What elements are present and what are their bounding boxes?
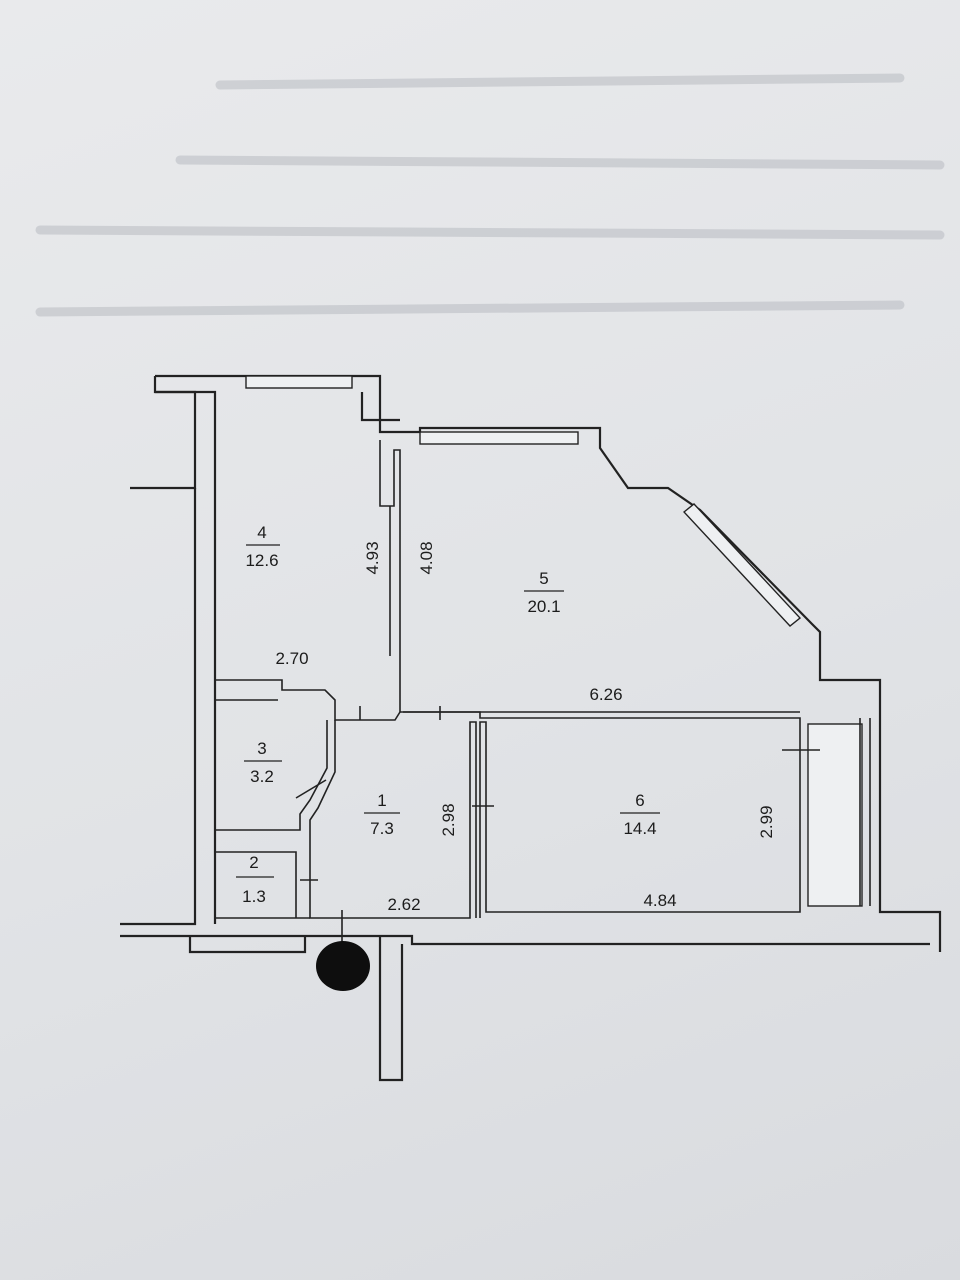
room-number: 2 <box>249 853 258 872</box>
window-room5-bay <box>682 503 802 627</box>
room-area: 20.1 <box>527 597 560 616</box>
dimension-room1-height: 2.98 <box>439 803 458 836</box>
dimension-room4-height: 4.93 <box>363 541 382 574</box>
window-room5-top <box>419 431 579 445</box>
room-number: 4 <box>257 523 266 542</box>
room-labels: 4 12.6 5 20.1 3 3.2 1 7.3 6 14.4 2 1.3 <box>236 523 660 906</box>
window-room4 <box>245 375 353 389</box>
dimension-labels: 4.93 2.70 4.08 6.26 2.98 2.62 2.99 4.84 <box>275 541 776 914</box>
room-number: 5 <box>539 569 548 588</box>
windows <box>245 375 863 907</box>
room-area: 14.4 <box>623 819 656 838</box>
room-area: 12.6 <box>245 551 278 570</box>
faded-background-text <box>35 73 945 317</box>
dimension-room4-width: 2.70 <box>275 649 308 668</box>
room-area: 1.3 <box>242 887 266 906</box>
room-number: 6 <box>635 791 644 810</box>
room-area: 7.3 <box>370 819 394 838</box>
room-number: 1 <box>377 791 386 810</box>
dimension-room6-width: 4.84 <box>643 891 676 910</box>
room-area: 3.2 <box>250 767 274 786</box>
interior-walls <box>215 440 871 950</box>
exterior-walls <box>120 374 942 1082</box>
dimension-room6-height: 2.99 <box>757 805 776 838</box>
balcony-window <box>807 723 863 907</box>
dimension-room1-width: 2.62 <box>387 895 420 914</box>
room-number: 3 <box>257 739 266 758</box>
dimension-room5-height: 4.08 <box>417 541 436 574</box>
dimension-room5-width: 6.26 <box>589 685 622 704</box>
redaction-mark <box>316 941 370 991</box>
